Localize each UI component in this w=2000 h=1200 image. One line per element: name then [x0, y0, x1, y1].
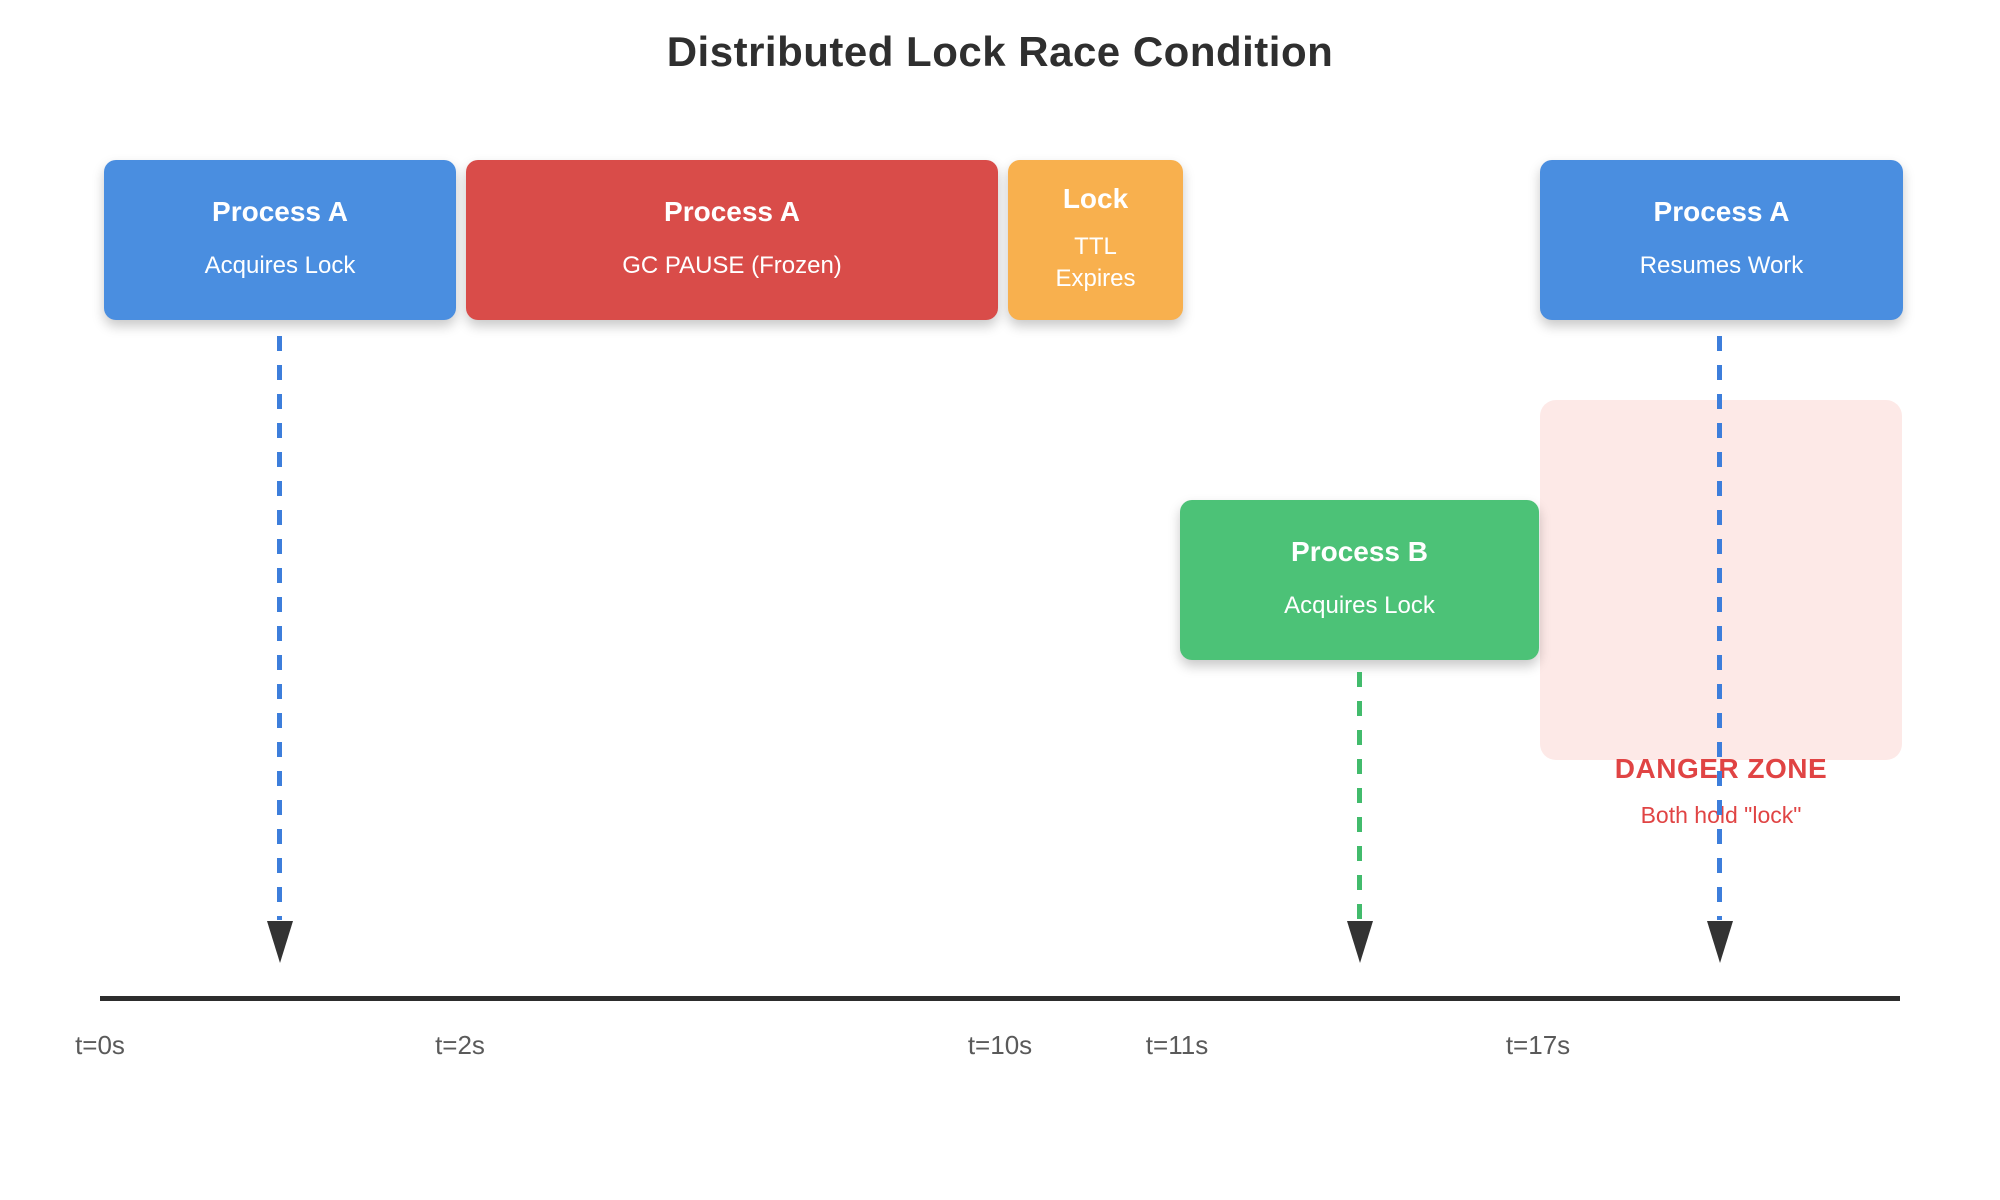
- process-a-gc-pause-title: Process A: [664, 196, 800, 228]
- process-b-acquires-arrowhead-icon: [1347, 921, 1373, 963]
- process-a-acquires-title: Process A: [212, 196, 348, 228]
- lock-ttl-expires-title: Lock: [1062, 183, 1129, 215]
- process-a-resumes-title: Process A: [1653, 196, 1790, 228]
- page-title: Distributed Lock Race Condition: [666, 28, 1334, 75]
- tick-t11: t=11s: [1145, 1030, 1209, 1060]
- tick-t10: t=10s: [967, 1030, 1033, 1060]
- lock-ttl-expires-subtitle: TTL Expires: [1055, 233, 1136, 293]
- process-a-acquires-box: Process A Acquires Lock: [104, 160, 456, 320]
- process-b-acquires-subtitle: Acquires Lock: [1284, 592, 1435, 620]
- process-a-acquires-arrowhead-icon: [267, 921, 293, 963]
- process-a-resumes-arrowhead-icon: [1707, 921, 1733, 963]
- process-a-gc-pause-box: Process A GC PAUSE (Frozen): [466, 160, 998, 320]
- tick-t0: t=0s: [75, 1030, 125, 1060]
- lock-ttl-expires-box: Lock TTL Expires: [1008, 160, 1183, 320]
- process-b-acquires-title: Process B: [1291, 536, 1428, 568]
- process-a-resumes-box: Process A Resumes Work: [1540, 160, 1903, 320]
- process-a-resumes-arrow-line: [1717, 336, 1722, 920]
- process-a-acquires-arrow-line: [277, 336, 282, 920]
- process-a-gc-pause-subtitle: GC PAUSE (Frozen): [622, 252, 842, 280]
- process-a-resumes-subtitle: Resumes Work: [1639, 252, 1804, 280]
- process-b-acquires-box: Process B Acquires Lock: [1180, 500, 1539, 660]
- tick-t2: t=2s: [435, 1030, 485, 1060]
- timeline-axis: [100, 996, 1900, 1001]
- tick-t17: t=17s: [1505, 1030, 1571, 1060]
- process-b-acquires-arrow-line: [1357, 672, 1362, 920]
- process-a-acquires-subtitle: Acquires Lock: [204, 252, 356, 280]
